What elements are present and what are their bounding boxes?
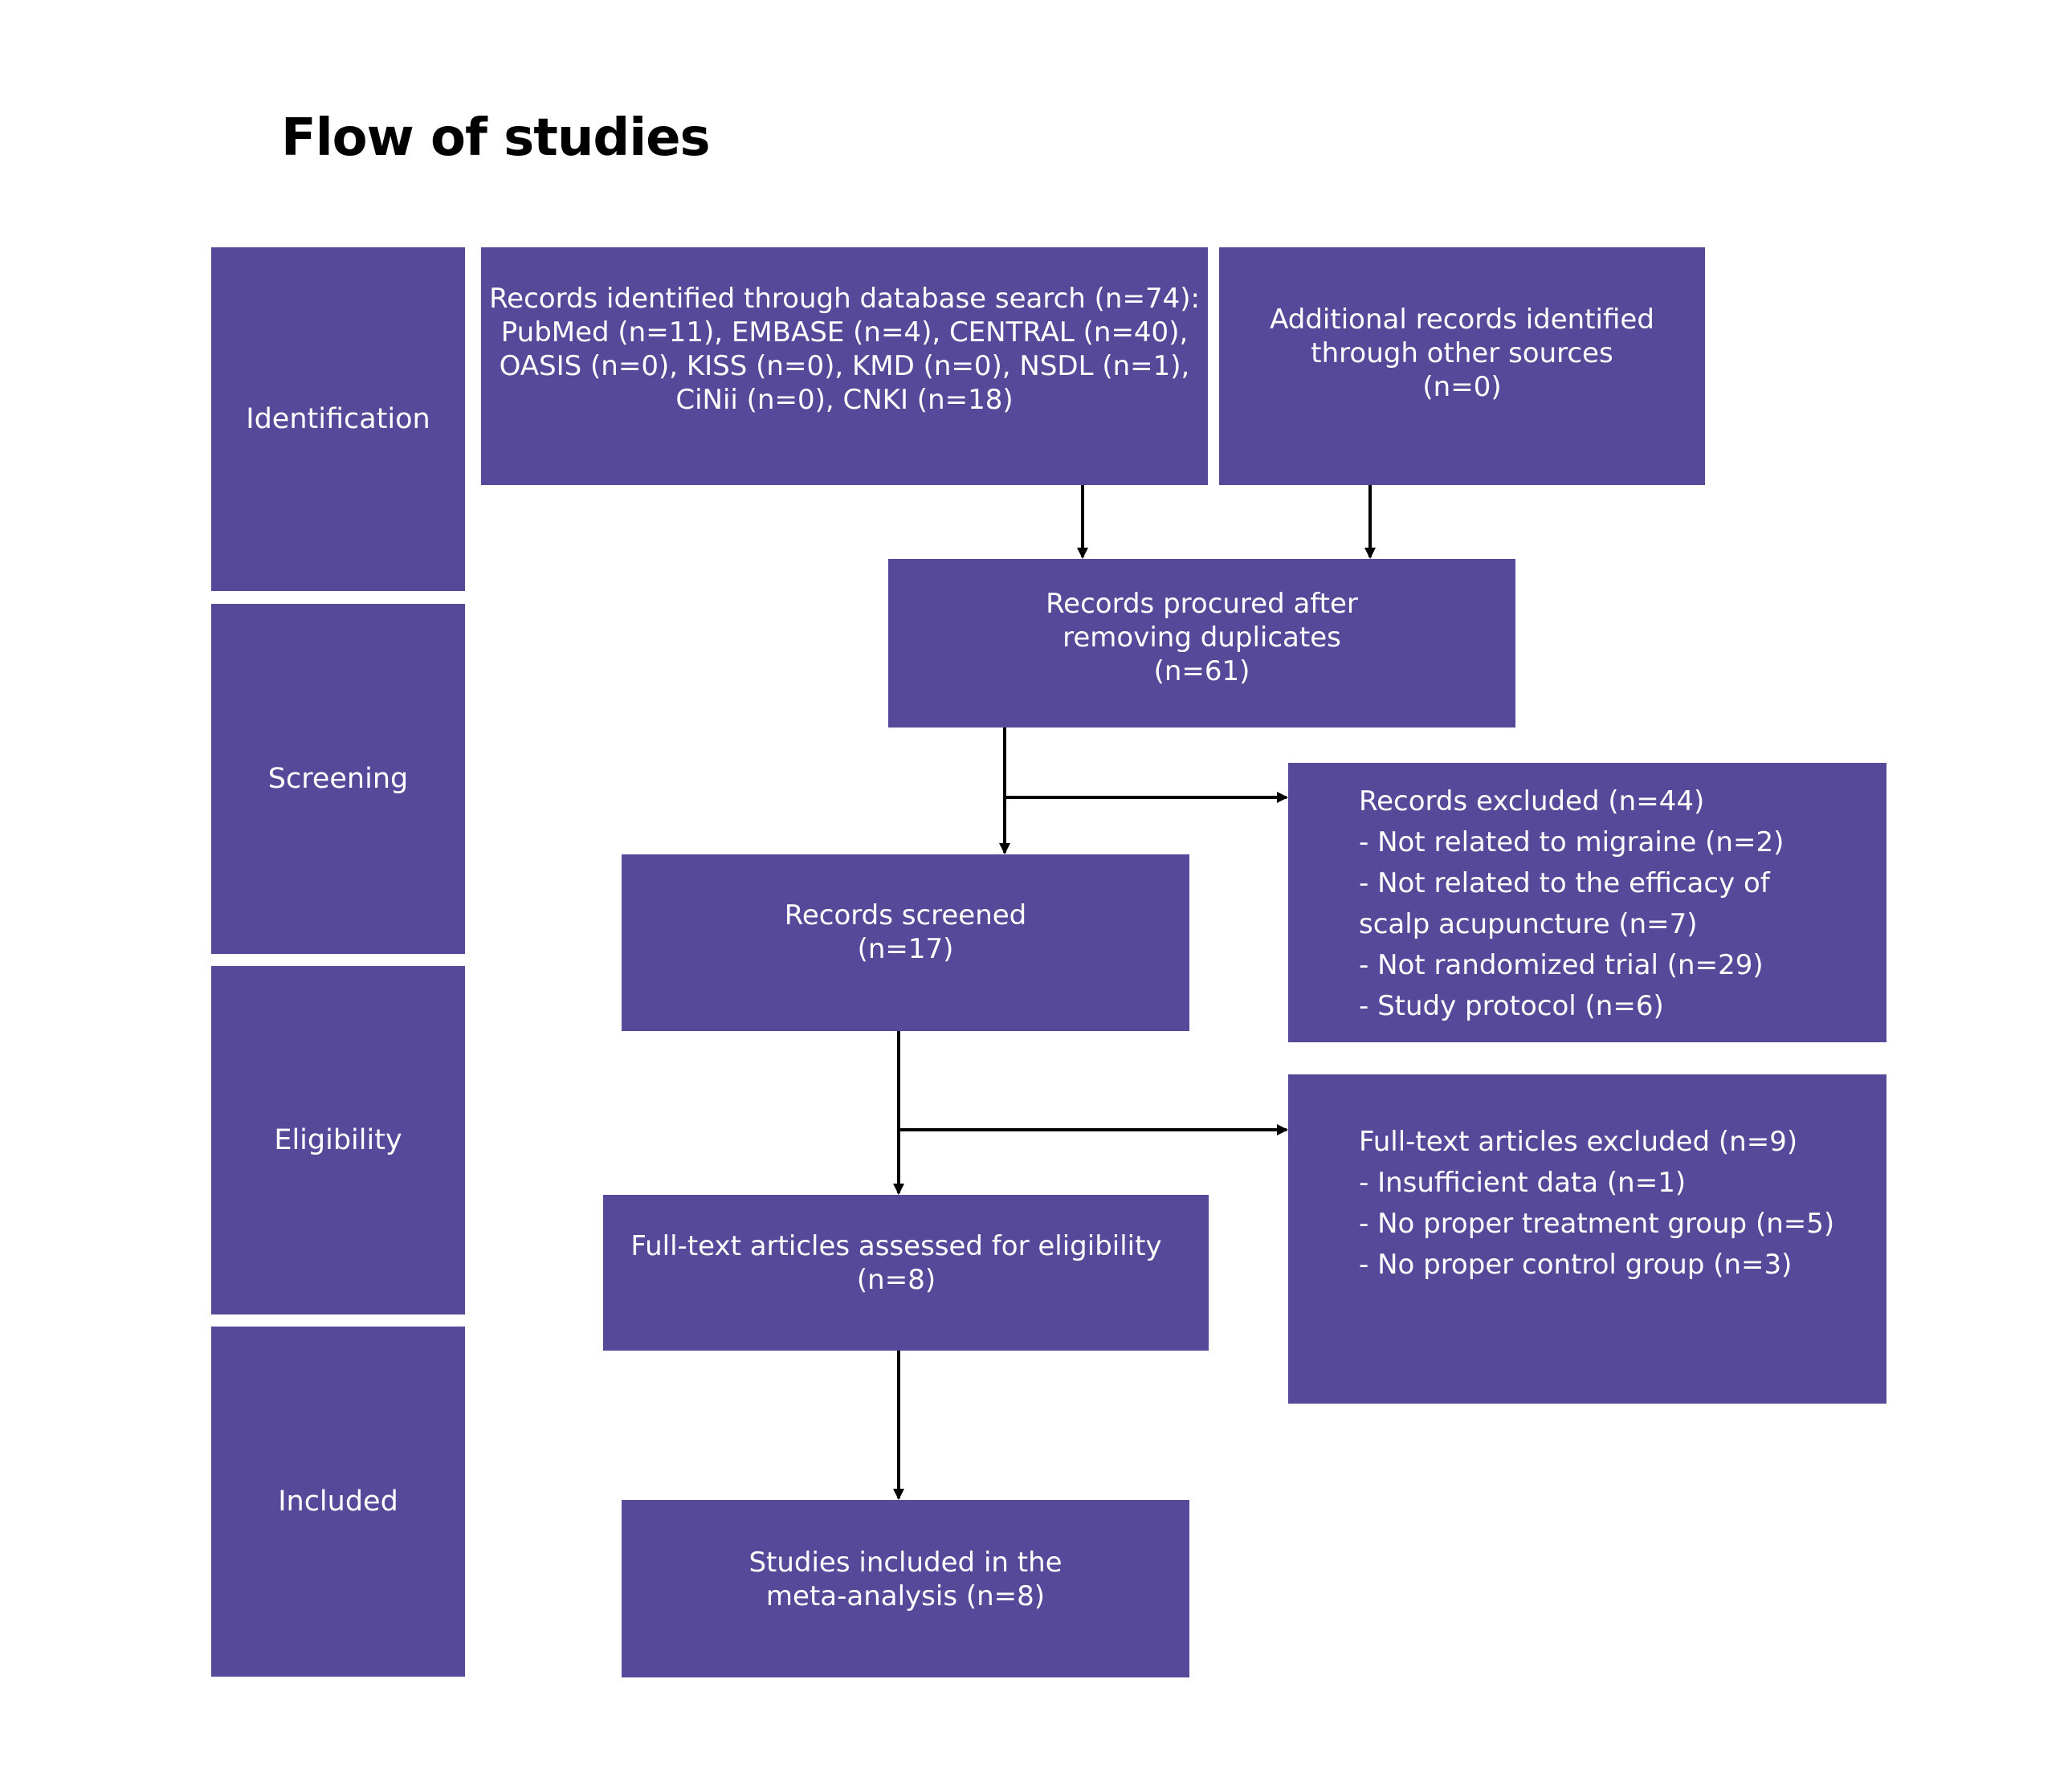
stage-eligibility: Eligibility <box>211 966 465 1314</box>
fulltext-excluded-line: - No proper control group (n=3) <box>1359 1249 1793 1281</box>
records-screened-box: Records screened (n=17) <box>622 854 1189 1031</box>
records-excluded-line: - Study protocol (n=6) <box>1359 990 1664 1022</box>
page-title: Flow of studies <box>281 108 711 168</box>
after-duplicates-box: Records procured after removing duplicat… <box>888 559 1515 728</box>
other-sources-line: Additional records identified <box>1270 304 1654 336</box>
fulltext-excluded-line: Full-text articles excluded (n=9) <box>1359 1126 1798 1158</box>
fulltext-assessed-line: Full-text articles assessed for eligibil… <box>630 1230 1162 1262</box>
other-sources-line: through other sources <box>1311 337 1613 369</box>
fulltext-assessed-box: Full-text articles assessed for eligibil… <box>603 1195 1209 1351</box>
records-excluded-line: scalp acupuncture (n=7) <box>1359 908 1698 940</box>
stage-included-label: Included <box>278 1486 398 1518</box>
after-duplicates-line: Records procured after <box>1046 588 1358 620</box>
stage-identification: Identification <box>211 247 465 591</box>
records-screened-line: (n=17) <box>857 933 954 965</box>
database-search-line: OASIS (n=0), KISS (n=0), KMD (n=0), NSDL… <box>499 350 1190 382</box>
other-sources-line: (n=0) <box>1422 371 1502 403</box>
included-line: Studies included in the <box>748 1546 1063 1579</box>
records-screened-line: Records screened <box>784 899 1027 931</box>
stage-included: Included <box>211 1327 465 1677</box>
stage-screening-label: Screening <box>267 763 409 795</box>
database-search-line: Records identified through database sear… <box>489 283 1200 315</box>
fulltext-excluded-box: Full-text articles excluded (n=9) - Insu… <box>1288 1074 1886 1404</box>
other-sources-box: Additional records identified through ot… <box>1219 247 1705 485</box>
records-excluded-line: - Not randomized trial (n=29) <box>1359 949 1764 981</box>
records-excluded-line: - Not related to migraine (n=2) <box>1359 826 1784 858</box>
fulltext-excluded-line: - Insufficient data (n=1) <box>1359 1167 1687 1199</box>
records-excluded-line: Records excluded (n=44) <box>1359 785 1705 817</box>
fulltext-assessed-line: (n=8) <box>856 1264 936 1296</box>
included-line: meta-analysis (n=8) <box>765 1579 1046 1612</box>
database-search-line: CiNii (n=0), CNKI (n=18) <box>675 384 1014 416</box>
database-search-box: Records identified through database sear… <box>481 247 1208 485</box>
records-excluded-line: - Not related to the efficacy of <box>1359 867 1770 899</box>
records-excluded-box: Records excluded (n=44) - Not related to… <box>1288 763 1886 1042</box>
database-search-line: PubMed (n=11), EMBASE (n=4), CENTRAL (n=… <box>500 316 1189 348</box>
stage-eligibility-label: Eligibility <box>274 1124 402 1156</box>
after-duplicates-line: (n=61) <box>1153 655 1250 687</box>
included-box: Studies included in the meta-analysis (n… <box>622 1500 1189 1677</box>
fulltext-excluded-line: - No proper treatment group (n=5) <box>1359 1208 1835 1240</box>
stage-identification-label: Identification <box>246 403 430 435</box>
stage-screening: Screening <box>211 604 465 954</box>
after-duplicates-line: removing duplicates <box>1063 622 1341 654</box>
